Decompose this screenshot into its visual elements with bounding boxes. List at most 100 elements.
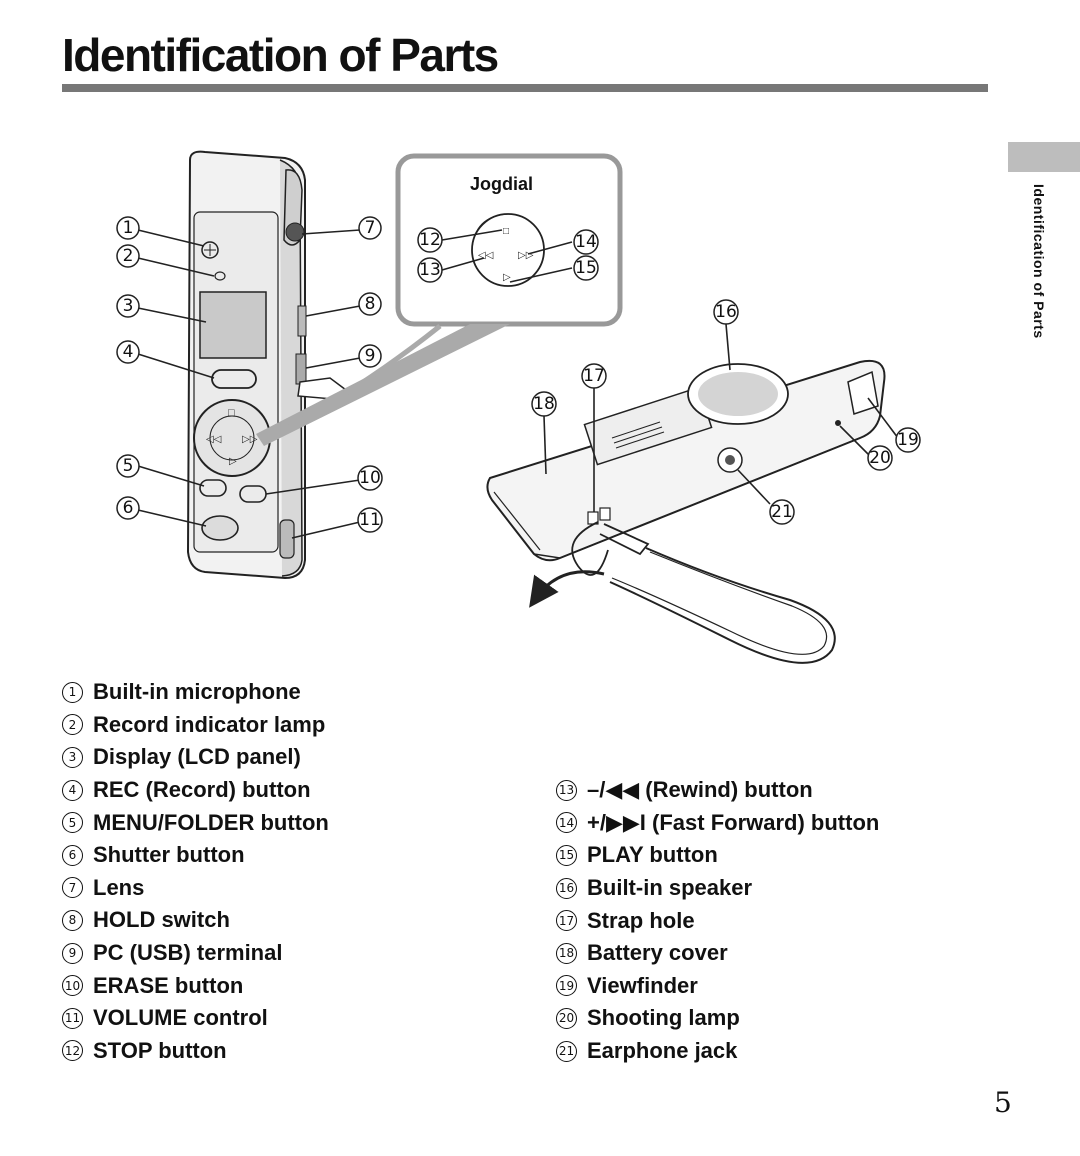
svg-text:21: 21 (771, 502, 793, 522)
part-number: 5 (62, 812, 83, 834)
part-label: Lens (93, 874, 145, 900)
part-label: PLAY button (587, 842, 718, 868)
part-label: STOP button (93, 1037, 227, 1063)
callout-12: 12 (417, 227, 443, 253)
part-item: 3 Display (LCD panel) (62, 741, 329, 774)
svg-text:19: 19 (897, 430, 919, 450)
svg-text:15: 15 (575, 258, 597, 278)
part-number: 2 (62, 714, 83, 736)
part-number: 11 (62, 1007, 83, 1029)
callout-20: 20 (867, 445, 893, 471)
jogdial-inset: Jogdial □ ◁◁ ▷▷ ▷ (256, 153, 623, 446)
part-number: 4 (62, 779, 83, 801)
part-number: 15 (556, 844, 577, 866)
part-number: 7 (62, 877, 83, 899)
svg-text:▷▷: ▷▷ (518, 250, 534, 261)
svg-text:8: 8 (365, 294, 376, 314)
part-number: 18 (556, 942, 577, 964)
svg-text:◁◁: ◁◁ (206, 434, 222, 445)
part-number: 1 (62, 681, 83, 703)
svg-text:3: 3 (123, 296, 134, 316)
part-item: 18 Battery cover (556, 937, 879, 970)
part-number: 14 (556, 812, 577, 834)
svg-text:13: 13 (419, 260, 441, 280)
callout-19: 19 (895, 427, 921, 453)
part-item: 13 –/◀◀ (Rewind) button (556, 774, 879, 807)
part-number: 13 (556, 779, 577, 801)
callout-4: 4 (116, 340, 140, 364)
title-rule (62, 84, 988, 92)
callout-1: 1 (116, 216, 140, 240)
svg-text:16: 16 (715, 302, 737, 322)
part-label: Earphone jack (587, 1038, 738, 1064)
part-label: Battery cover (587, 940, 728, 966)
leader-lines (137, 229, 899, 539)
svg-text:10: 10 (359, 468, 381, 488)
part-label: Viewfinder (587, 972, 698, 998)
callout-15: 15 (573, 255, 599, 281)
part-number: 3 (62, 746, 83, 768)
side-section-label: Identification of Parts (1031, 184, 1047, 339)
part-item: 7 Lens (62, 872, 329, 905)
part-item: 14+/▶▶I (Fast Forward) button (556, 807, 879, 840)
part-item: 19 Viewfinder (556, 970, 879, 1003)
svg-text:18: 18 (533, 394, 555, 414)
part-label: Shutter button (93, 842, 245, 868)
part-number: 8 (62, 909, 83, 931)
svg-text:▷: ▷ (229, 456, 237, 467)
svg-text:1: 1 (123, 218, 134, 238)
part-label: –/◀◀ (Rewind) button (587, 777, 813, 803)
svg-text:2: 2 (123, 246, 134, 266)
callout-18: 18 (531, 391, 557, 417)
jogdial-title: Jogdial (470, 174, 533, 194)
callout-13: 13 (417, 257, 443, 283)
part-label: Display (LCD panel) (93, 744, 301, 770)
callout-14: 14 (573, 229, 599, 255)
callout-7: 7 (358, 216, 382, 240)
part-label: Shooting lamp (587, 1005, 740, 1031)
part-number: 9 (62, 942, 83, 964)
svg-text:5: 5 (123, 456, 134, 476)
callout-21: 21 (769, 499, 795, 525)
parts-list-right: 13 –/◀◀ (Rewind) button 14+/▶▶I (Fast For… (556, 774, 879, 1067)
page-number: 5 (994, 1086, 1012, 1119)
part-label: Built-in speaker (587, 875, 753, 901)
callout-16: 16 (713, 299, 739, 325)
callout-5: 5 (116, 454, 140, 478)
page-title: Identification of Parts (62, 29, 499, 81)
svg-text:□: □ (228, 407, 235, 419)
part-number: 16 (556, 877, 577, 899)
part-number: 19 (556, 975, 577, 997)
part-item: 1 Built-in microphone (62, 676, 329, 709)
svg-text:◁◁: ◁◁ (478, 250, 494, 261)
callout-2: 2 (116, 244, 140, 268)
recorder-rear-view (486, 360, 886, 664)
part-label: HOLD switch (93, 907, 230, 933)
callout-6: 6 (116, 496, 140, 520)
part-label: Built-in microphone (93, 679, 301, 705)
part-item: 8 HOLD switch (62, 904, 329, 937)
part-label: MENU/FOLDER button (93, 809, 329, 835)
device-illustration: □ ◁◁ ▷▷ ▷ Jogdial □ ◁◁ ▷▷ ▷ (0, 120, 1000, 680)
svg-text:20: 20 (869, 448, 891, 468)
parts-diagram: □ ◁◁ ▷▷ ▷ Jogdial □ ◁◁ ▷▷ ▷ (116, 150, 921, 664)
part-item: 16 Built-in speaker (556, 872, 879, 905)
svg-text:14: 14 (575, 232, 597, 252)
callout-11: 11 (357, 507, 383, 533)
svg-text:17: 17 (583, 366, 605, 386)
callout-17: 17 (581, 363, 607, 389)
part-number: 17 (556, 910, 577, 932)
callout-3: 3 (116, 294, 140, 318)
side-tab-marker (1008, 142, 1080, 172)
recorder-front-view: □ ◁◁ ▷▷ ▷ (186, 150, 347, 580)
part-number: 10 (62, 975, 83, 997)
